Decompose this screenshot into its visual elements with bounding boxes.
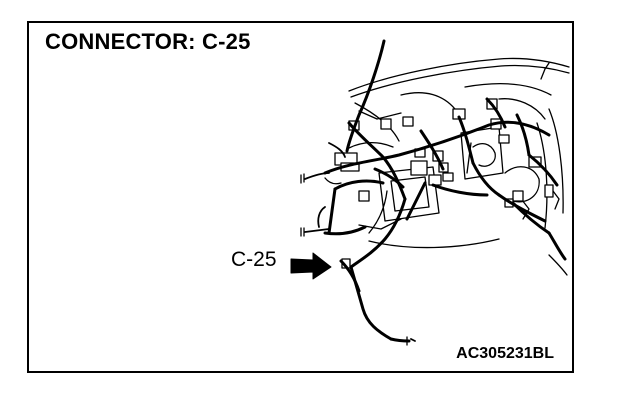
cut-wire-ends	[300, 173, 408, 346]
callout-arrow	[290, 252, 332, 280]
connector-callout-label: C-25	[231, 248, 277, 271]
harness-illustration	[290, 39, 570, 346]
wiring-harness	[323, 39, 567, 343]
trailing-wires	[304, 142, 416, 342]
diagram-frame: CONNECTOR: C-25 C-25 AC305231BL	[27, 21, 574, 373]
illustration-reference-code: AC305231BL	[456, 345, 554, 362]
diagram-title: CONNECTOR: C-25	[45, 29, 251, 54]
